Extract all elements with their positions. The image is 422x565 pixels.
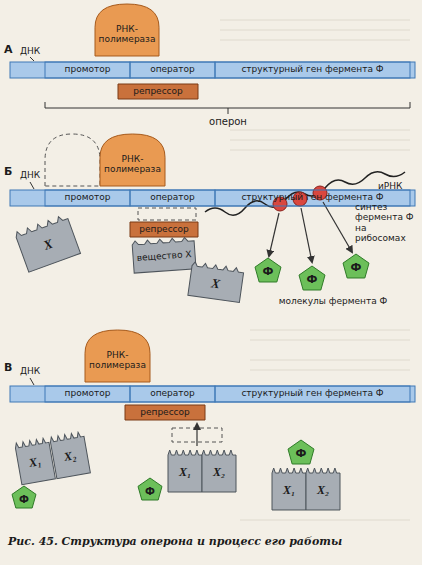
substance-block: вещество Х (132, 237, 196, 273)
repressor-box: репрессор (130, 222, 198, 237)
text-label: иРНК (378, 181, 418, 191)
enzyme-molecule: Ф (343, 254, 369, 278)
node-text: репрессор (133, 87, 183, 97)
panel-letter: А (4, 44, 18, 57)
rna-polymerase: РНК-полимераза (85, 330, 150, 382)
dna-band (10, 62, 415, 402)
substance-block: Х₁ (272, 468, 306, 510)
node-text: промотор (65, 193, 111, 203)
node-text: РНК-полимераза (98, 25, 156, 45)
dna-segment: промотор (45, 62, 130, 78)
node-text: Ф (296, 448, 307, 460)
node-text: Х₂ (63, 449, 77, 464)
enzyme-molecule: Ф (138, 478, 162, 500)
substance-block: Х₁ (15, 437, 56, 484)
enzyme-molecule: Ф (255, 258, 281, 282)
dashed-polymerase-outline (45, 134, 100, 186)
node-text: РНК-полимераза (88, 351, 147, 371)
node-text: оператор (150, 65, 195, 75)
figure-caption: Рис. 45. Структура оперона и процесс его… (8, 536, 414, 549)
dna-segment: оператор (130, 386, 215, 402)
node-text: структурный ген фермента Ф (241, 65, 383, 75)
substance-block: Х (188, 262, 244, 303)
leader-line (30, 57, 34, 385)
node-text: Ф (307, 274, 318, 286)
dna-segment: промотор (45, 386, 130, 402)
substance-block: Х₂ (306, 468, 340, 510)
node-text: репрессор (139, 225, 189, 235)
dna-segment: промотор (45, 190, 130, 206)
repressor-box: репрессор (118, 84, 198, 99)
page-text-texture (220, 20, 410, 520)
dna-segment: структурный ген фермента Ф (215, 62, 410, 78)
node-text: Х₂ (213, 466, 225, 479)
enzyme-molecule: Ф (299, 266, 325, 290)
node-text: оператор (150, 193, 195, 203)
text-label: молекулы фермента Ф (268, 296, 398, 306)
text-label: синтез фермента Ф на рибосомах (355, 202, 419, 243)
text-label: ДНК (20, 46, 50, 56)
dashed-repressor-outline (138, 208, 196, 220)
node-text: промотор (65, 389, 111, 399)
arrow (269, 202, 352, 262)
node-text: Х₁ (283, 484, 295, 497)
node-text: структурный ген фермента Ф (241, 193, 383, 203)
node-text: репрессор (140, 408, 190, 418)
dna-segment: оператор (130, 190, 215, 206)
rna-polymerase: РНК-полимераза (100, 134, 165, 186)
panel-letter: Б (4, 166, 18, 179)
dna-segment: оператор (130, 62, 215, 78)
substance-block: Х₁ (168, 450, 202, 492)
node-text: Ф (351, 262, 362, 274)
repressor-box: репрессор (125, 405, 205, 420)
node-text: РНК-полимераза (103, 155, 162, 175)
substance-block: Х₂ (50, 431, 91, 478)
node-text: Ф (145, 486, 155, 497)
node-text: Ф (263, 266, 274, 278)
text-label: ДНК (20, 170, 50, 180)
arrow (196, 424, 197, 446)
node-text: Х₁ (28, 455, 42, 470)
text-label: оперон (198, 116, 258, 128)
enzyme-molecule: Ф (288, 440, 314, 464)
node-text: промотор (65, 65, 111, 75)
node-text: оператор (150, 389, 195, 399)
panel-letter: В (4, 362, 18, 375)
rna-polymerase: РНК-полимераза (95, 4, 159, 56)
node-text: структурный ген фермента Ф (241, 389, 383, 399)
node-text: Ф (19, 494, 29, 505)
enzyme-molecule: Ф (12, 486, 36, 508)
node-text: Х₁ (179, 466, 191, 479)
operon-bracket (45, 102, 410, 114)
text-label: ДНК (20, 366, 50, 376)
substance-block: Х (14, 214, 80, 272)
substance-block: Х₂ (202, 450, 236, 492)
dna-segment: структурный ген фермента Ф (215, 386, 410, 402)
node-text: Х₂ (317, 484, 329, 497)
